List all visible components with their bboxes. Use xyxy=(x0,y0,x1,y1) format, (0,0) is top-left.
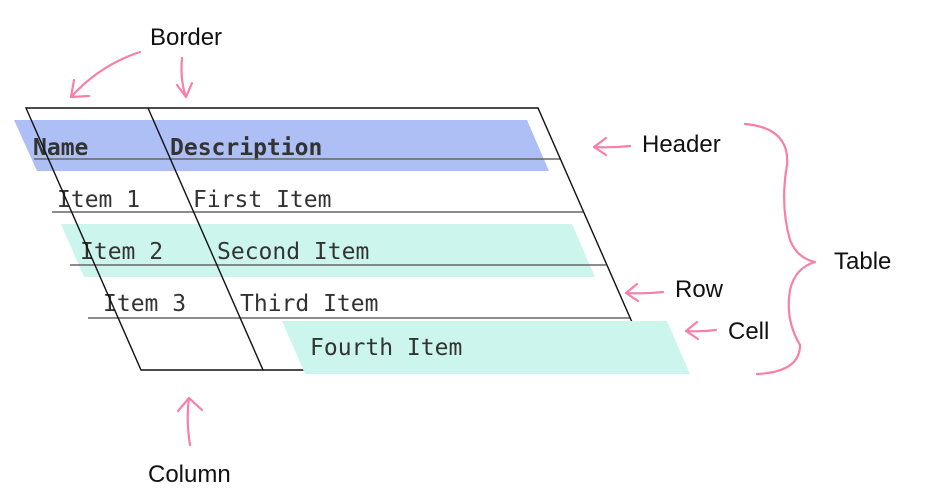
cell-name-3: Item 3 xyxy=(103,291,186,317)
label-header: Header xyxy=(642,131,721,158)
header-name: Name xyxy=(33,135,88,161)
label-row: Row xyxy=(675,276,724,303)
column-divider xyxy=(147,107,264,371)
row-arrow-icon xyxy=(624,282,665,303)
row-highlight xyxy=(61,224,595,277)
label-cell: Cell xyxy=(728,318,769,345)
label-border: Border xyxy=(150,24,222,51)
cell-desc-3: Third Item xyxy=(240,291,378,317)
cell-name-1: Item 1 xyxy=(57,187,140,213)
cell-desc-2: Second Item xyxy=(217,239,369,265)
cell-desc-1: First Item xyxy=(193,187,331,213)
header-arrow-icon xyxy=(592,136,632,157)
label-table: Table xyxy=(834,248,891,275)
row-lines xyxy=(34,158,630,319)
header-description: Description xyxy=(170,135,322,161)
cell-name-2: Item 2 xyxy=(80,239,163,265)
border-arrow-left-icon xyxy=(69,50,142,99)
column-arrow-icon xyxy=(176,396,204,447)
border-arrow-right-icon xyxy=(175,56,194,99)
table-brace-icon xyxy=(743,122,817,376)
cell-fourth: Fourth Item xyxy=(310,335,462,361)
label-column: Column xyxy=(148,461,231,488)
cell-arrow-icon xyxy=(684,320,718,341)
cell-highlight xyxy=(282,321,690,374)
